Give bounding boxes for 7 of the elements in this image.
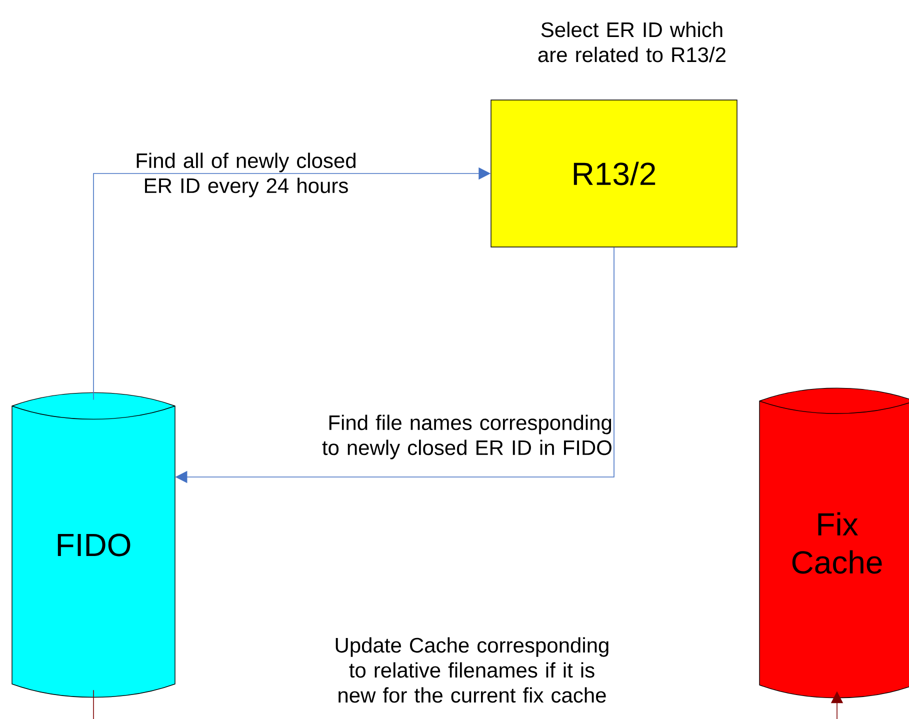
edge-label: Find all of newly closed ER ID every 24 hours bbox=[136, 152, 356, 198]
edge-label: Update Cache corresponding to relative filenames if it is new for the current fix cache bbox=[336, 637, 608, 703]
process-box: R13/2 bbox=[490, 100, 738, 248]
caption-text: Select ER ID which are related to R13/2 bbox=[538, 22, 726, 62]
edge-label: Find file names corresponding to newly closed ER ID in FIDO bbox=[322, 414, 612, 460]
database-cylinder: FIDO bbox=[12, 392, 176, 698]
database-cylinder: Fix Cache bbox=[759, 388, 909, 698]
